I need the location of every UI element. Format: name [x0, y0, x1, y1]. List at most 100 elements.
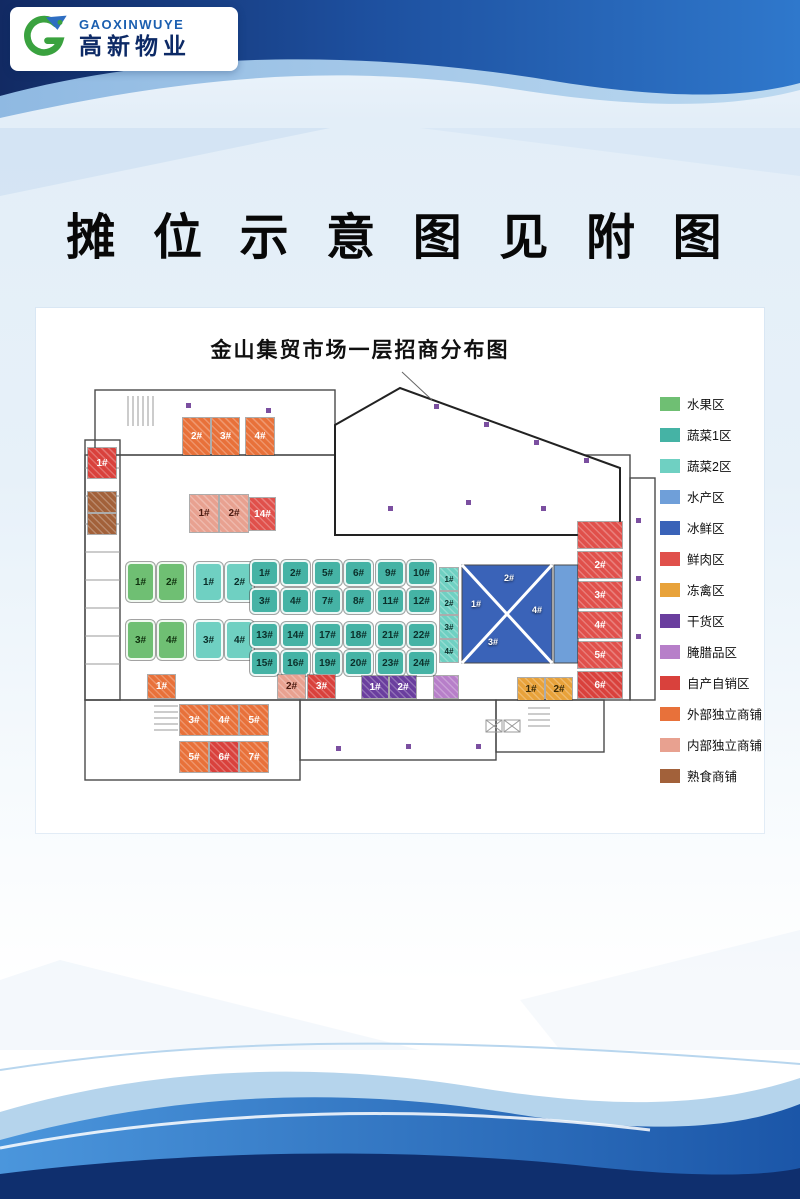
- legend-label: 外部独立商铺: [687, 708, 763, 722]
- stall: 2#: [220, 495, 248, 532]
- brand-text: GAOXINWUYE 高新物业: [79, 17, 191, 60]
- stall: 1#: [470, 599, 481, 609]
- legend-item: 自产自销区: [660, 675, 762, 691]
- stall: 16#: [281, 650, 310, 676]
- legend-swatch: [660, 458, 680, 473]
- brand-logo-icon: [24, 15, 67, 56]
- stall: 3#: [578, 582, 622, 608]
- legend-swatch: [660, 396, 680, 411]
- stall: 12#: [407, 588, 436, 614]
- column-markers: [186, 403, 641, 751]
- stall: 5#: [240, 705, 268, 735]
- stall: 1#: [190, 495, 218, 532]
- stall: 4#: [531, 605, 542, 615]
- stall: 4#: [157, 620, 186, 660]
- stall: 6#: [578, 672, 622, 698]
- legend-label: 水产区: [687, 491, 725, 505]
- floorplan-panel: 金山集贸市场一层招商分布图: [36, 308, 764, 833]
- stall: 7#: [240, 742, 268, 772]
- stall: 10#: [407, 560, 436, 586]
- legend-label: 冻禽区: [687, 584, 725, 598]
- stall: 14#: [281, 622, 310, 648]
- stall: [578, 522, 622, 548]
- stall: 4#: [578, 612, 622, 638]
- legend-label: 自产自销区: [687, 677, 750, 691]
- stall: 3#: [126, 620, 155, 660]
- stall: 3#: [440, 616, 458, 638]
- stall: 20#: [344, 650, 373, 676]
- stall: 11#: [376, 588, 405, 614]
- stall: [88, 492, 116, 512]
- stall: 22#: [407, 622, 436, 648]
- stall: 3#: [250, 588, 279, 614]
- legend-swatch: [660, 675, 680, 690]
- stall: [434, 676, 458, 698]
- legend-swatch: [660, 706, 680, 721]
- stall: 2#: [503, 573, 514, 583]
- legend-swatch: [660, 768, 680, 783]
- legend-label: 鲜肉区: [687, 553, 725, 567]
- stall: 23#: [376, 650, 405, 676]
- stall: 4#: [281, 588, 310, 614]
- legend-item: 腌腊品区: [660, 644, 762, 660]
- stall: 14#: [250, 498, 275, 530]
- stall: 1#: [88, 448, 116, 478]
- legend-label: 腌腊品区: [687, 646, 738, 660]
- stall: 2#: [157, 562, 186, 602]
- stall: 3#: [487, 637, 498, 647]
- legend-item: 冰鲜区: [660, 520, 762, 536]
- stall: 1#: [362, 676, 388, 698]
- stall: 6#: [344, 560, 373, 586]
- stall: 1#: [440, 568, 458, 590]
- legend-swatch: [660, 427, 680, 442]
- legend-label: 内部独立商铺: [687, 739, 763, 753]
- stall: 19#: [313, 650, 342, 676]
- stall: 1#: [126, 562, 155, 602]
- stall: 3#: [180, 705, 208, 735]
- stall: 2#: [390, 676, 416, 698]
- stall: 1#: [518, 678, 544, 700]
- stall: 9#: [376, 560, 405, 586]
- legend-swatch: [660, 489, 680, 504]
- legend-item: 冻禽区: [660, 582, 762, 598]
- brand-logo-box: GAOXINWUYE 高新物业: [10, 7, 238, 71]
- stall: 1#: [250, 560, 279, 586]
- footer-wave-graphic: [0, 1042, 800, 1199]
- legend-item: 外部独立商铺: [660, 706, 763, 722]
- stall: 17#: [313, 622, 342, 648]
- stall: 4#: [440, 640, 458, 662]
- floorplan-title: 金山集贸市场一层招商分布图: [210, 338, 510, 362]
- stall: 3#: [194, 620, 223, 660]
- legend-item: 熟食商铺: [660, 768, 762, 784]
- stall: 2#: [278, 675, 305, 698]
- legend-item: 水产区: [660, 489, 762, 505]
- poster-main-title: 摊 位 示 意 图 见 附 图: [66, 211, 734, 265]
- legend-label: 熟食商铺: [687, 770, 738, 784]
- stall: 3#: [308, 675, 335, 698]
- legend-item: 鲜肉区: [660, 551, 762, 567]
- stall: 2#: [225, 562, 254, 602]
- stall: 13#: [250, 622, 279, 648]
- legend-label: 蔬菜2区: [687, 460, 732, 474]
- stall: 6#: [210, 742, 238, 772]
- brand-cjk: 高新物业: [79, 33, 191, 60]
- stall: 7#: [313, 588, 342, 614]
- stall: 4#: [246, 418, 274, 455]
- stall: 5#: [180, 742, 208, 772]
- legend-item: 蔬菜2区: [660, 458, 762, 474]
- stall: 8#: [344, 588, 373, 614]
- stall: 24#: [407, 650, 436, 676]
- legend-item: 蔬菜1区: [660, 427, 762, 443]
- stall: 18#: [344, 622, 373, 648]
- legend-label: 蔬菜1区: [687, 429, 732, 443]
- stall: [88, 514, 116, 534]
- legend: 水果区蔬菜1区蔬菜2区水产区冰鲜区鲜肉区冻禽区干货区腌腊品区自产自销区外部独立商…: [660, 396, 762, 799]
- legend-item: 干货区: [660, 613, 762, 629]
- stall: 1#: [148, 675, 175, 698]
- stall: 2#: [440, 592, 458, 614]
- stall: 2#: [281, 560, 310, 586]
- legend-label: 水果区: [687, 398, 725, 412]
- stall: 4#: [210, 705, 238, 735]
- stall: 5#: [578, 642, 622, 668]
